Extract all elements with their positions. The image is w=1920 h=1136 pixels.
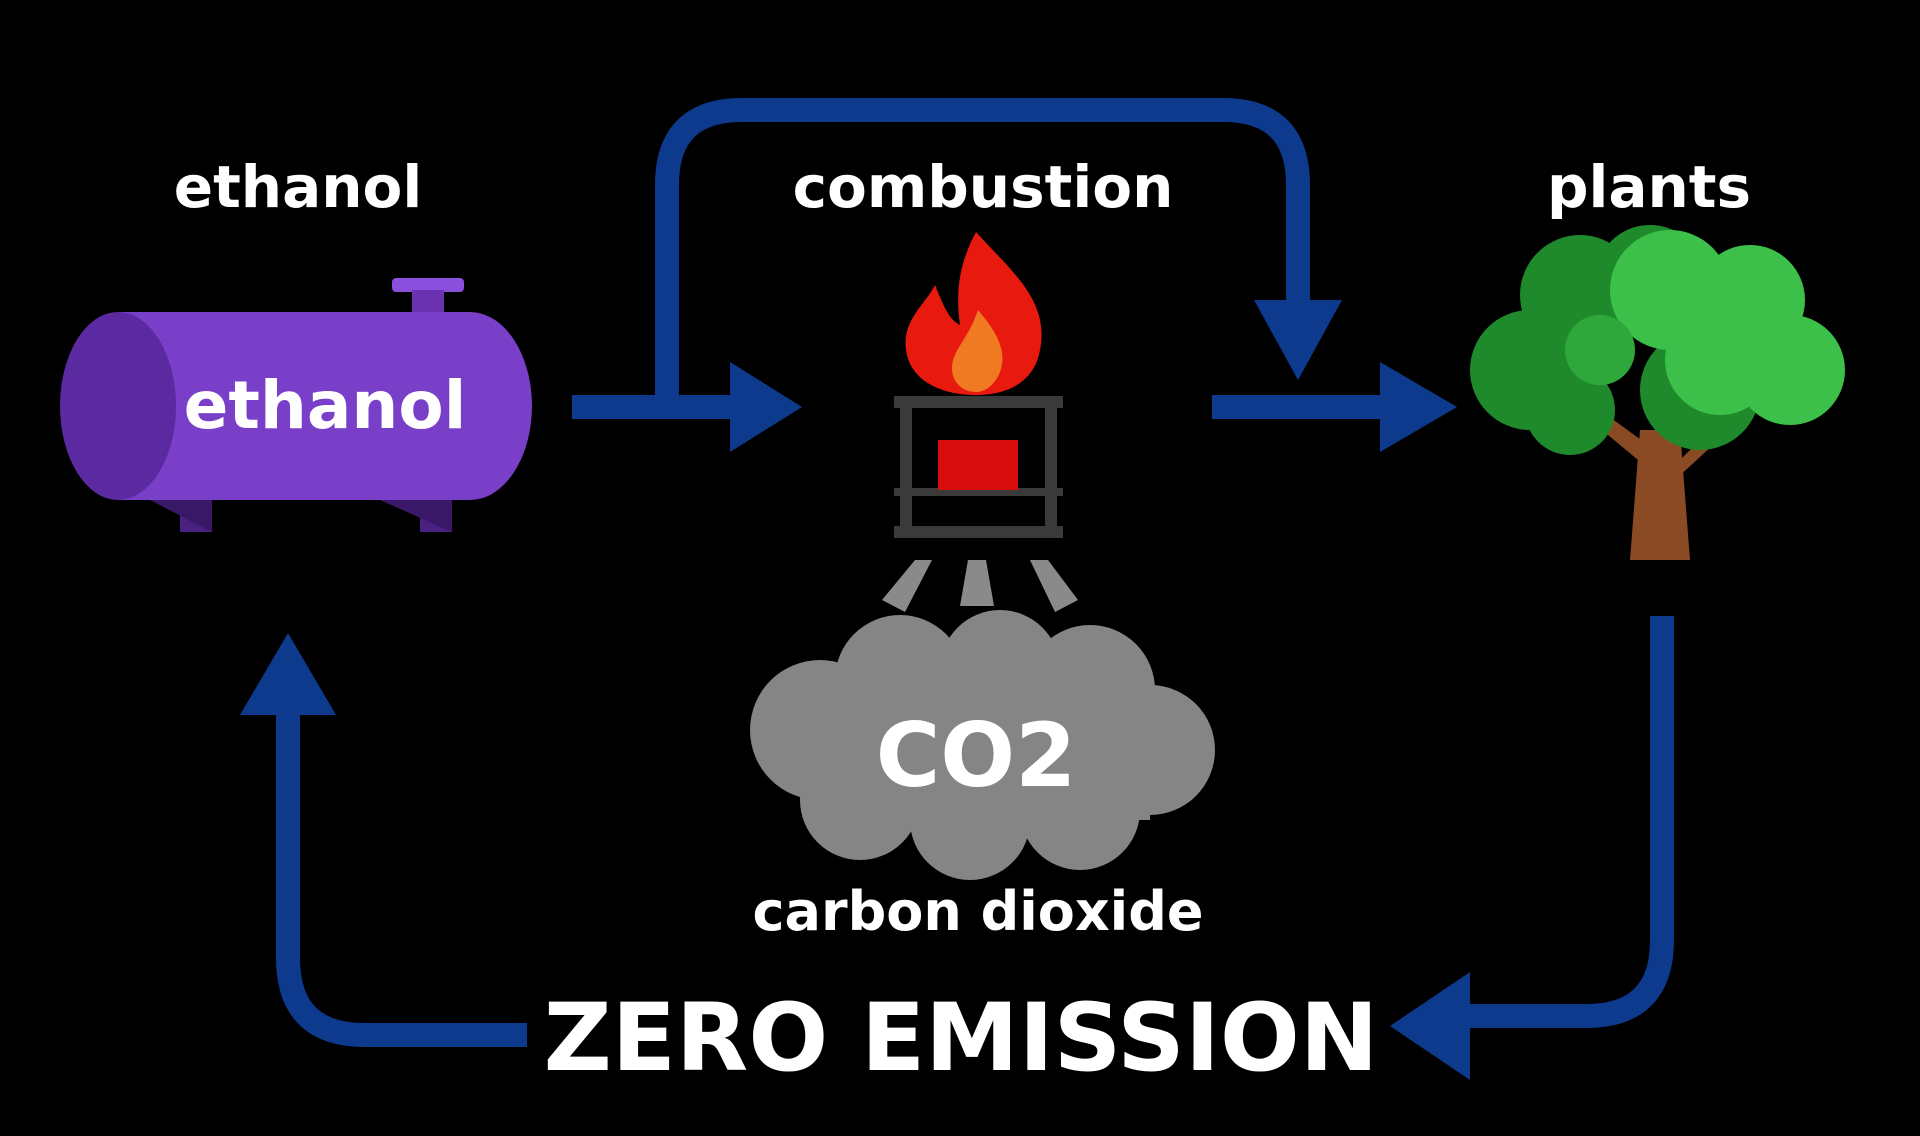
co2-cloud-icon: CO2 [750, 610, 1215, 880]
arrows [276, 98, 1674, 1047]
arrow-return-to-ethanol [276, 710, 527, 1047]
arrow-loop-top [655, 98, 1310, 407]
carbon-dioxide-label: carbon dioxide [753, 880, 1204, 943]
co2-text: CO2 [876, 704, 1077, 807]
tank-ethanol-text: ethanol [184, 367, 467, 444]
combustion-burner-icon [894, 232, 1063, 538]
combustion-label: combustion [793, 153, 1174, 221]
flame-icon [905, 232, 1042, 395]
tree-icon [1470, 225, 1845, 560]
ethanol-tank-icon: ethanol [60, 278, 532, 532]
arrowhead-right-1 [730, 362, 802, 452]
plants-label: plants [1547, 153, 1751, 221]
arrow-plants-down [1455, 616, 1674, 1028]
ethanol-label: ethanol [174, 153, 423, 221]
zero-emission-title: ZERO EMISSION [544, 984, 1379, 1093]
arrowhead-down-top [1254, 300, 1342, 380]
arrowhead-up-left [240, 633, 336, 715]
arrowhead-right-2 [1380, 362, 1457, 452]
emission-rays-icon [882, 560, 1078, 612]
arrowhead-left-bottom [1390, 972, 1470, 1080]
